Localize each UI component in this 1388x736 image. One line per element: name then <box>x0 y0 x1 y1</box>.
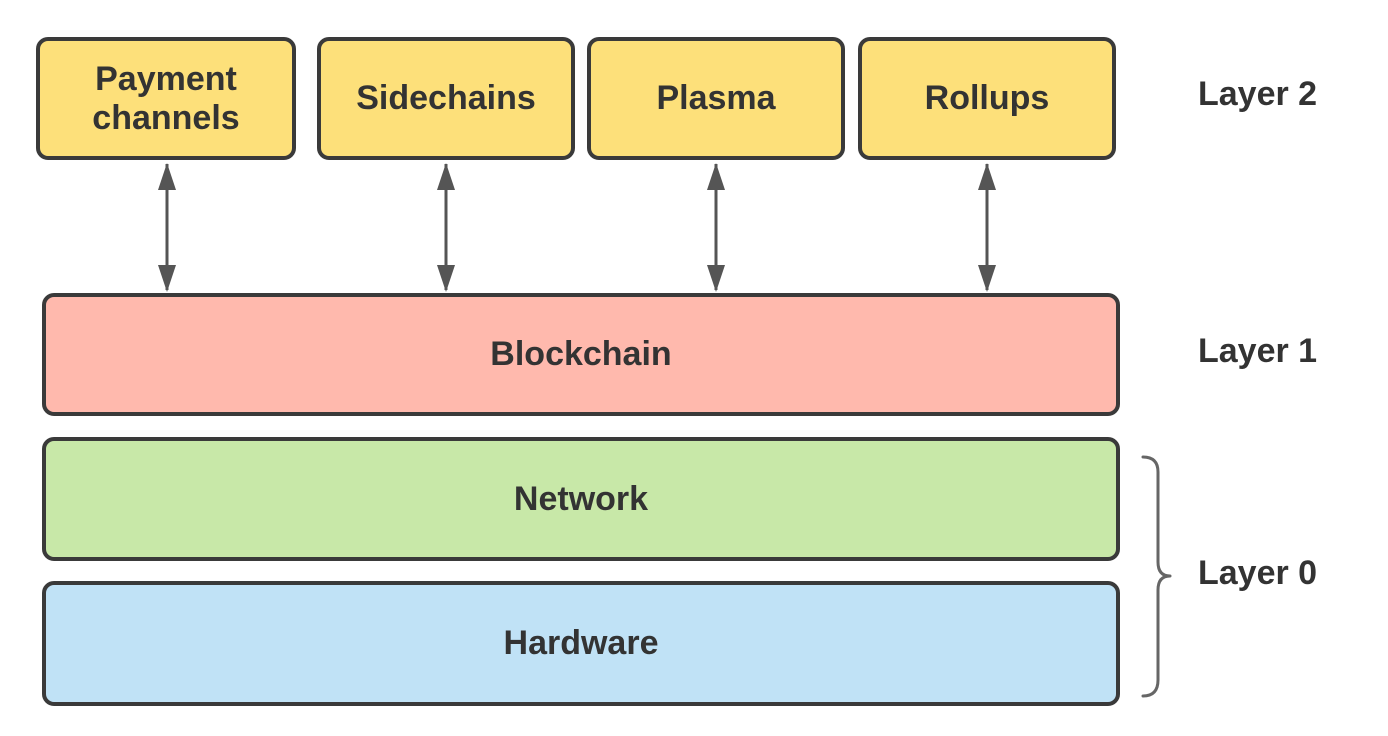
blockchain-box: Blockchain <box>42 293 1120 416</box>
sidechains-label: Sidechains <box>356 79 536 118</box>
arrowhead-up-4 <box>978 163 996 190</box>
plasma-label: Plasma <box>656 79 776 118</box>
hardware-box: Hardware <box>42 581 1120 706</box>
payment-channels-label: Payment channels <box>92 60 239 136</box>
payment-channels-box: Payment channels <box>36 37 296 160</box>
arrowhead-down-4 <box>978 265 996 292</box>
hardware-label: Hardware <box>503 624 659 663</box>
network-label: Network <box>513 479 649 518</box>
payment-channels-label-line2: channels <box>92 98 240 137</box>
arrowhead-up-2 <box>437 163 455 190</box>
layer2-label: Layer 2 <box>1198 75 1318 113</box>
sidechains-box: Sidechains <box>317 37 575 160</box>
arrowhead-down-2 <box>437 265 455 292</box>
arrowhead-down-3 <box>707 265 725 292</box>
payment-channels-label-line1: Payment <box>95 60 237 99</box>
arrowhead-up-1 <box>158 163 176 190</box>
network-box: Network <box>42 437 1120 561</box>
plasma-box: Plasma <box>587 37 845 160</box>
layer0-brace <box>1141 455 1172 698</box>
arrowhead-up-3 <box>707 163 725 190</box>
layer0-label: Layer 0 <box>1198 554 1318 592</box>
layer1-label: Layer 1 <box>1198 332 1318 370</box>
rollups-box: Rollups <box>858 37 1116 160</box>
arrowhead-down-1 <box>158 265 176 292</box>
blockchain-label: Blockchain <box>490 335 672 374</box>
rollups-label: Rollups <box>924 79 1050 118</box>
